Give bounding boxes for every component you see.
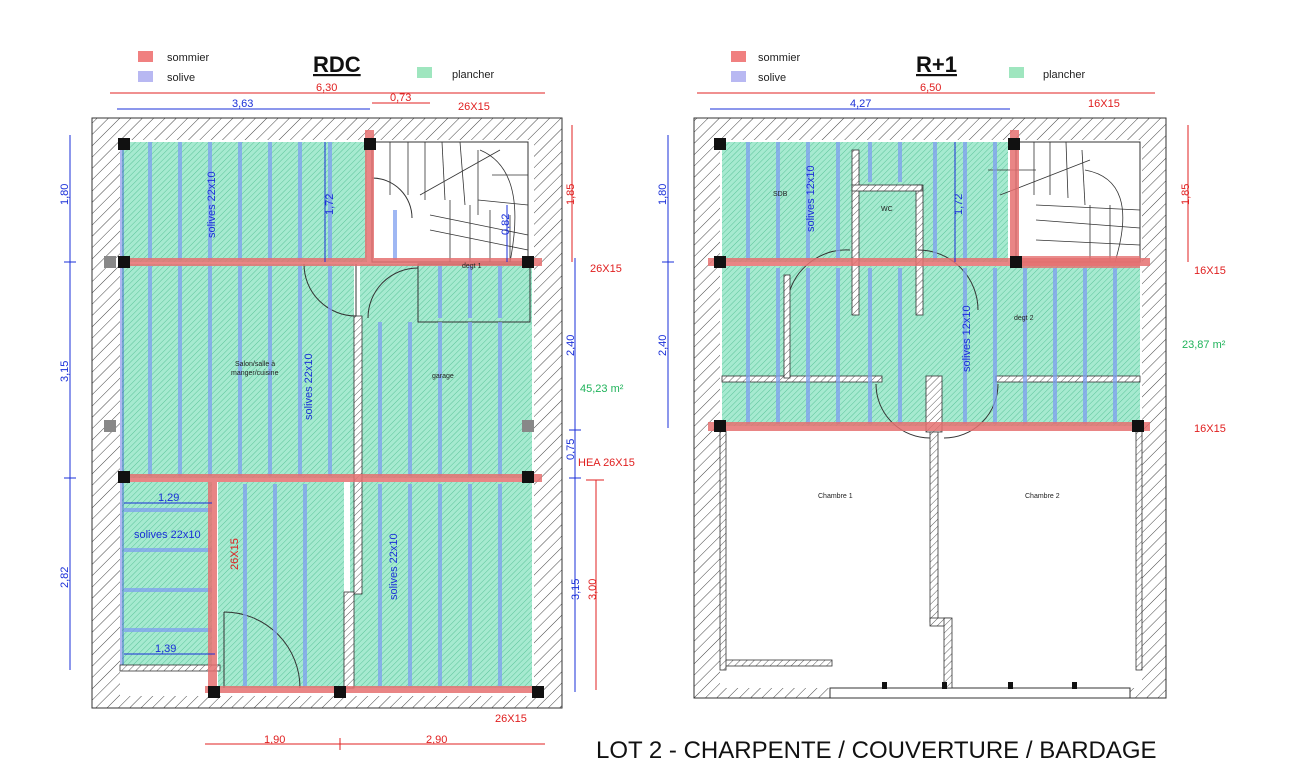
room-salon-line-1: Salon/salle à: [235, 361, 275, 368]
degt-1-area: [417, 263, 531, 323]
legend-swatch-solive: [138, 71, 153, 82]
door-swing-garage: [223, 611, 301, 689]
dim-right-1: 1,85: [565, 184, 577, 205]
r1-plan: sommier solive plancher R+1 6,50 4,27 16…: [657, 51, 1226, 699]
dim-right-4: 3,15: [570, 579, 582, 600]
rdc-posts: [118, 138, 544, 698]
rdc-joist-label-1: solives 22x10: [206, 171, 218, 238]
dim-left-2: 3,15: [59, 361, 71, 382]
r1-dim-left-2: 2,40: [657, 335, 669, 356]
dim-inner-h2: 1,39: [155, 643, 176, 655]
r1-legend-swatch-sommier: [731, 51, 746, 62]
rdc-section-3: 26X15: [229, 538, 241, 570]
legend-plancher: plancher: [452, 69, 495, 81]
r1-title: R+1: [916, 52, 957, 77]
footer-title: LOT 2 - CHARPENTE / COUVERTURE / BARDAGE: [596, 737, 1157, 764]
r1-legend-swatch-solive: [731, 71, 746, 82]
r1-legend-solive: solive: [758, 72, 786, 84]
rdc-joist-label-4: solives 22x10: [388, 533, 400, 600]
dim-inner-2: 0,82: [500, 214, 512, 235]
r1-left-dim-lines: [662, 135, 956, 428]
r1-section-1: 16X15: [1194, 265, 1226, 277]
dim-top-left: 3,63: [232, 98, 253, 110]
interior-wall-center: [353, 315, 363, 595]
r1-balcony-opening: [829, 687, 1131, 699]
r1-dim-inner-1: 1,72: [953, 194, 965, 215]
r1-stair-steps: [988, 141, 1141, 263]
interior-wall-center-low: [343, 591, 355, 689]
r1-room-wc: WC: [881, 206, 893, 213]
rdc-section-2: HEA 26X15: [578, 457, 635, 469]
dim-right-5: 3,00: [587, 579, 599, 600]
r1-area: 23,87 m²: [1182, 339, 1226, 351]
rdc-joists: [124, 142, 502, 686]
dim-left-1: 1,80: [59, 184, 71, 205]
r1-room-chambre-1: Chambre 1: [818, 493, 853, 500]
rdc-plan: sommier solive plancher RDC 6,30 3,63 0,…: [59, 51, 635, 750]
r1-dim-top-total: 6,50: [920, 82, 941, 94]
door-swing-3: [371, 177, 413, 219]
r1-floor-zone-a: [722, 142, 1008, 262]
rdc-area: 45,23 m²: [580, 383, 624, 395]
rdc-joist-label-2: solives 22x10: [303, 353, 315, 420]
door-swing-1: [303, 263, 357, 317]
r1-dim-left-1: 1,80: [657, 184, 669, 205]
stair-steps: [389, 141, 529, 263]
r1-dim-right-1: 1,85: [1180, 184, 1192, 205]
dim-bottom-2: 2,90: [426, 734, 447, 746]
dim-right-2: 2,40: [565, 335, 577, 356]
dim-inner-h1: 1,29: [158, 492, 179, 504]
r1-posts: [714, 138, 1144, 689]
r1-section-top-right: 16X15: [1088, 98, 1120, 110]
door-swing-2: [367, 267, 419, 319]
room-degt-1: degt 1: [462, 263, 482, 270]
legend-swatch-sommier: [138, 51, 153, 62]
rdc-right-red-dim-lines: [571, 125, 604, 690]
rdc-right-blue-dim-lines: [569, 258, 581, 692]
dim-left-3: 2,82: [59, 567, 71, 588]
r1-room-sdb: SDB: [773, 191, 788, 198]
legend-solive: solive: [167, 72, 195, 84]
dim-top-mid: 0,73: [390, 92, 411, 104]
rdc-section-4: 26X15: [495, 713, 527, 725]
r1-joists: [746, 142, 1117, 424]
floor-zone-e: [122, 482, 212, 668]
r1-legend-swatch-plancher: [1009, 67, 1024, 78]
r1-legend-plancher: plancher: [1043, 69, 1086, 81]
floor-zone-a: [122, 142, 367, 262]
r1-legend-sommier: sommier: [758, 52, 801, 64]
section-top-right: 26X15: [458, 101, 490, 113]
interior-wall-bottom-left: [119, 664, 221, 672]
floor-zone-f: [218, 482, 344, 688]
r1-room-chambre-2: Chambre 2: [1025, 493, 1060, 500]
rdc-grey-blocks: [104, 256, 534, 432]
wall-liner-left: [120, 140, 124, 670]
rdc-joist-label-3: solives 22x10: [134, 529, 201, 541]
r1-joist-label-1: solives 12x10: [805, 165, 817, 232]
dim-inner-1: 1,72: [324, 194, 336, 215]
r1-dim-top-left: 4,27: [850, 98, 871, 110]
room-garage: garage: [432, 373, 454, 380]
r1-room-degt-2: degt 2: [1014, 315, 1034, 322]
rdc-title: RDC: [313, 52, 361, 77]
legend-swatch-plancher: [417, 67, 432, 78]
room-salon-line-2: manger/cuisine: [231, 370, 279, 377]
dim-bottom-1: 1,90: [264, 734, 285, 746]
r1-joist-label-2: solives 12x10: [961, 305, 973, 372]
r1-beams: [708, 130, 1150, 431]
dim-top-total: 6,30: [316, 82, 337, 94]
dim-right-3: 0,75: [565, 439, 577, 460]
rdc-beams: [118, 130, 542, 693]
rdc-left-dim-lines: [64, 135, 508, 670]
rdc-section-1: 26X15: [590, 263, 622, 275]
legend-sommier: sommier: [167, 52, 210, 64]
r1-section-2: 16X15: [1194, 423, 1226, 435]
